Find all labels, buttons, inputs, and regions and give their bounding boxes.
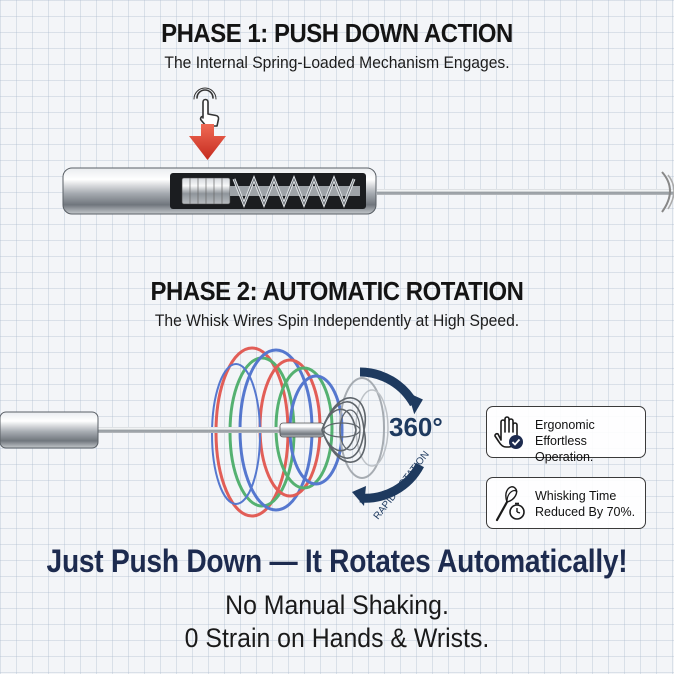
feature-1-line1: Ergonomic Effortless xyxy=(535,418,595,448)
benefit-2: 0 Strain on Hands & Wrists. xyxy=(184,623,490,653)
whisk-timer-icon xyxy=(495,486,525,522)
benefit-1: No Manual Shaking. xyxy=(225,590,449,620)
whisk-handle xyxy=(0,411,325,449)
feature-2-line1: Whisking Time xyxy=(535,489,617,503)
tap-finger-icon xyxy=(193,87,220,127)
phase2-title: PHASE 2: AUTOMATIC ROTATION xyxy=(150,276,524,306)
phase1-subtitle: The Internal Spring-Loaded Mechanism Eng… xyxy=(164,53,510,72)
feature-card-ergonomic: Ergonomic Effortless Operation. xyxy=(486,406,646,464)
phase2-subtitle: The Whisk Wires Spin Independently at Hi… xyxy=(154,311,520,330)
whisk-head xyxy=(321,397,366,463)
whisk-handle-cutaway xyxy=(62,167,674,215)
push-down-arrow-icon xyxy=(189,124,226,160)
feature-card-whisking-time: Whisking Time Reduced By 70%. xyxy=(486,477,646,529)
feature-1-line2: Operation. xyxy=(535,450,594,464)
tagline: Just Push Down — It Rotates Automaticall… xyxy=(46,543,628,579)
phase1-title: PHASE 1: PUSH DOWN ACTION xyxy=(161,18,513,48)
hand-check-icon xyxy=(494,416,523,449)
rotation-degrees-label: 360° xyxy=(389,412,443,442)
feature-2-line2: Reduced By 70%. xyxy=(535,505,636,519)
